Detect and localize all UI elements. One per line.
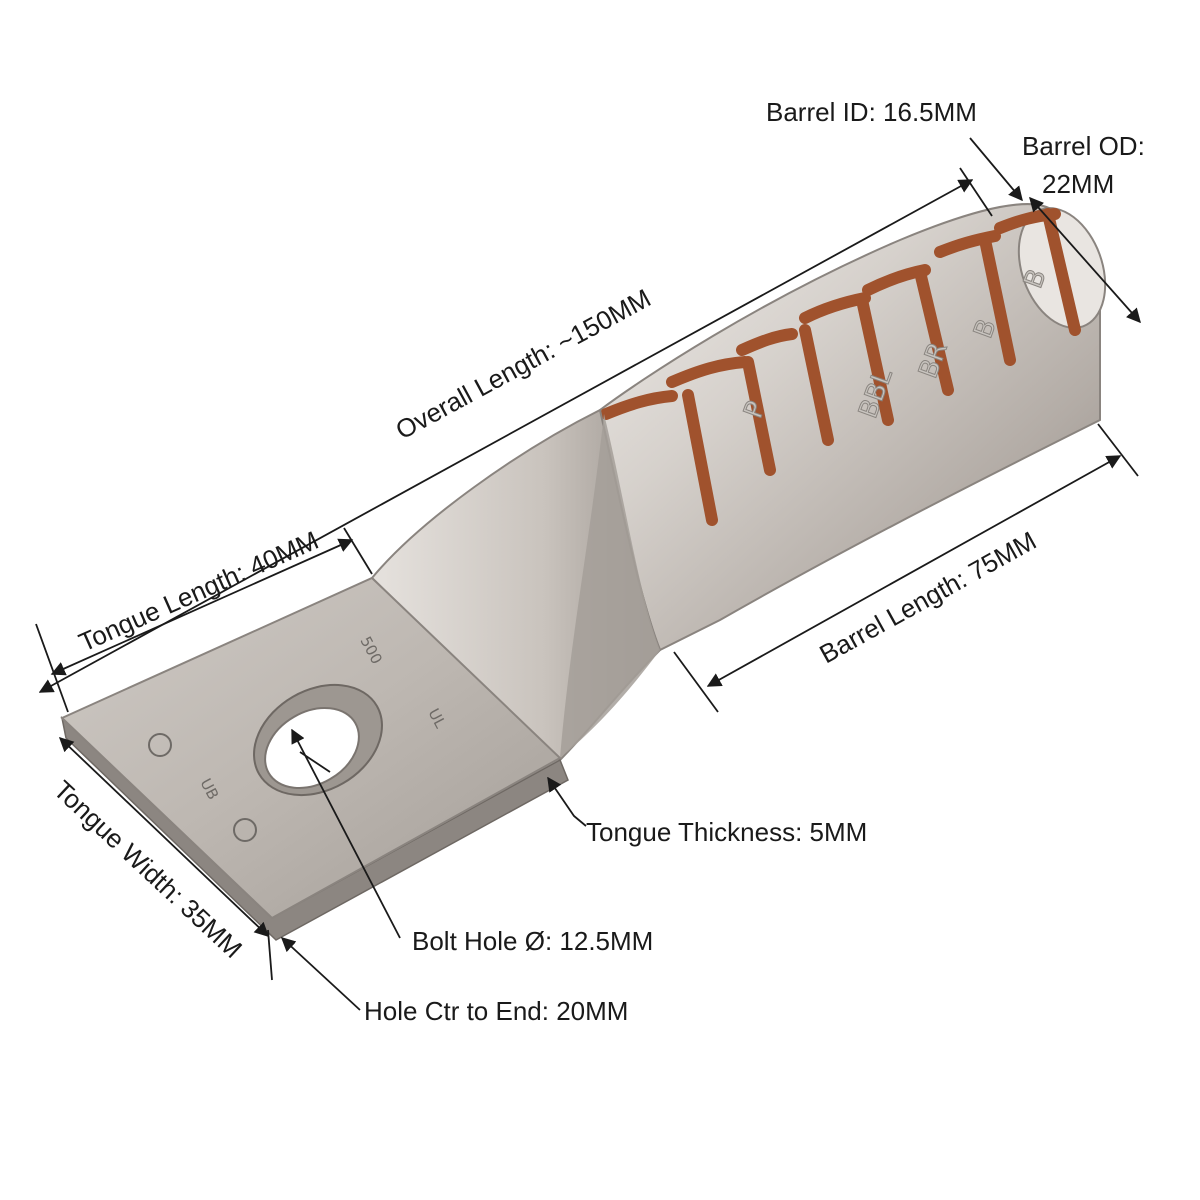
barrel-od-line	[1029, 196, 1141, 324]
extension-line	[673, 651, 719, 713]
extension-line	[267, 929, 273, 981]
tongue-length-line	[50, 538, 354, 676]
tongue-thickness-leader	[547, 776, 587, 827]
hole-ctr-leader	[280, 937, 361, 1011]
barrel-od-label-line2: 22MM	[1042, 169, 1114, 199]
bolt-hole-center-mark	[299, 751, 331, 773]
bolt-hole-label: Bolt Hole Ø: 12.5MM	[412, 926, 653, 956]
bolt-hole-leader	[291, 728, 401, 939]
barrel-length-line	[706, 455, 1122, 687]
dimension-lines	[35, 137, 1141, 1011]
tongue-width-line	[58, 737, 270, 937]
extension-line	[343, 527, 373, 575]
hole-ctr-label: Hole Ctr to End: 20MM	[364, 996, 628, 1026]
extension-line	[35, 623, 69, 713]
extension-line	[1097, 423, 1139, 477]
barrel-od-label-line1: Barrel OD:	[1022, 131, 1145, 161]
barrel-id-label: Barrel ID: 16.5MM	[766, 97, 977, 127]
extension-line	[959, 167, 993, 217]
tongue-thickness-label: Tongue Thickness: 5MM	[586, 817, 867, 847]
barrel-id-leader	[969, 137, 1023, 202]
